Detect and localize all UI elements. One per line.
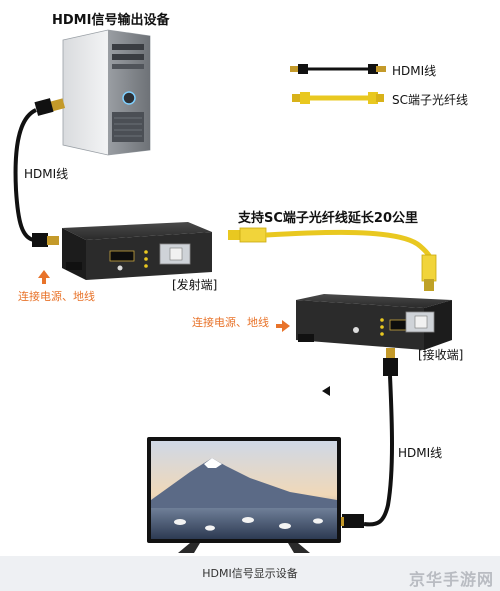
- watermark: 京华手游网: [408, 570, 494, 589]
- receiver-power-note: 连接电源、地线: [192, 316, 269, 329]
- fiber-cable-icon: [228, 227, 437, 291]
- receiver-label: [接收端]: [418, 348, 464, 362]
- receiver-box-icon: [296, 294, 452, 350]
- display-device-caption: HDMI信号显示设备: [0, 556, 500, 591]
- right-hdmi-cable-icon: [332, 348, 398, 528]
- transmitter-label: [发射端]: [172, 278, 218, 292]
- fiber-distance-label: 支持SC端子光纤线延长20公里: [238, 211, 418, 226]
- pc-tower-icon: [62, 29, 151, 156]
- receiver-power-arrow-icon: [276, 320, 290, 332]
- tv-display-icon: [147, 437, 341, 553]
- pointer-triangle-icon: [322, 386, 330, 396]
- legend-hdmi-cable-icon: [290, 64, 386, 74]
- transmitter-power-note: 连接电源、地线: [18, 290, 95, 303]
- transmitter-box-icon: [62, 222, 212, 280]
- source-device-title: HDMI信号输出设备: [52, 13, 170, 28]
- right-hdmi-label: HDMI线: [398, 446, 443, 460]
- left-hdmi-cable-icon: [13, 98, 66, 247]
- legend-sc-fiber-icon: [292, 92, 384, 104]
- transmitter-power-arrow-icon: [38, 270, 50, 284]
- legend-sc-label: SC端子光纤线: [392, 93, 468, 107]
- legend-hdmi-label: HDMI线: [392, 64, 437, 78]
- left-hdmi-label: HDMI线: [24, 167, 69, 181]
